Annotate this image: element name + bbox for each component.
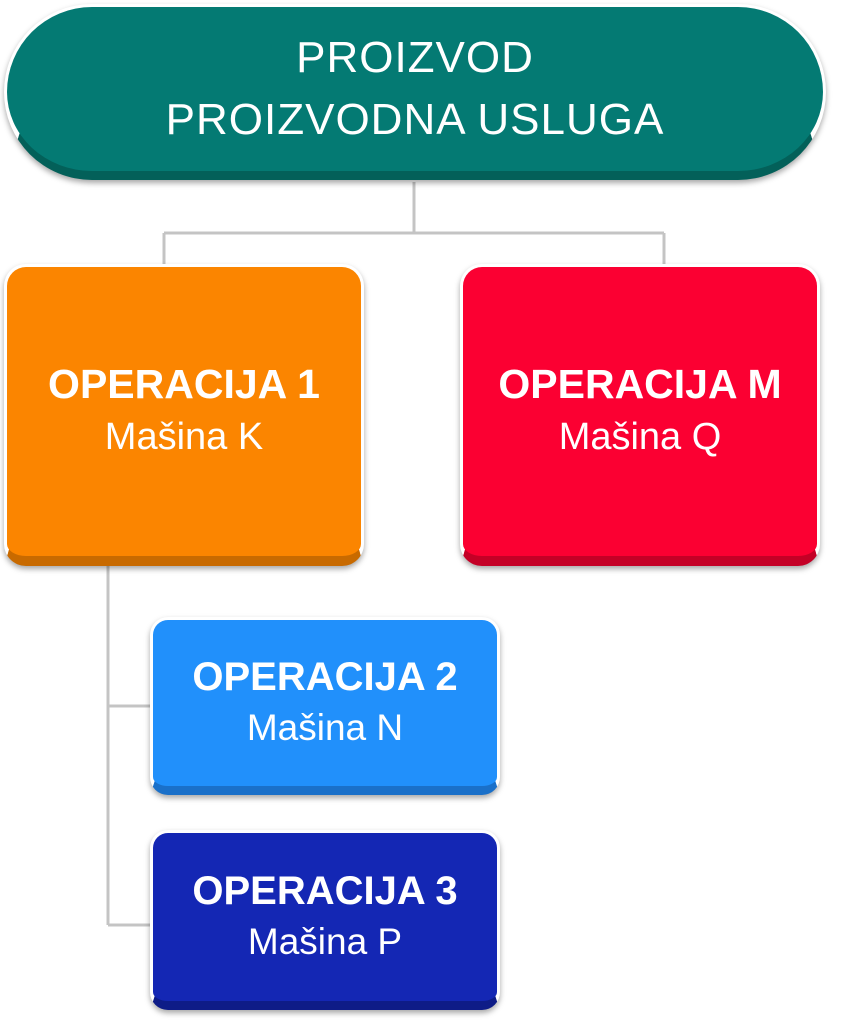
node-operacija-m: OPERACIJA M Mašina Q <box>460 264 820 566</box>
root-line-1: PROIZVOD <box>296 33 534 82</box>
operacija-1-title: OPERACIJA 1 <box>48 361 320 408</box>
operacija-1-machine: Mašina K <box>104 415 264 458</box>
node-operacija-3: OPERACIJA 3 Mašina P <box>150 830 500 1010</box>
root-line-2: PROIZVODNA USLUGA <box>165 95 665 144</box>
operacija-2-machine: Mašina N <box>246 707 404 749</box>
operacija-m-machine: Mašina Q <box>558 415 722 458</box>
operacija-m-title: OPERACIJA M <box>498 361 782 408</box>
operacija-3-machine: Mašina P <box>247 921 403 963</box>
root-node-proizvod: PROIZVOD PROIZVODNA USLUGA <box>4 4 826 180</box>
operacija-3-title: OPERACIJA 3 <box>192 869 458 914</box>
node-operacija-1: OPERACIJA 1 Mašina K <box>4 264 364 566</box>
node-operacija-2: OPERACIJA 2 Mašina N <box>150 617 500 795</box>
operacija-2-title: OPERACIJA 2 <box>192 655 458 700</box>
